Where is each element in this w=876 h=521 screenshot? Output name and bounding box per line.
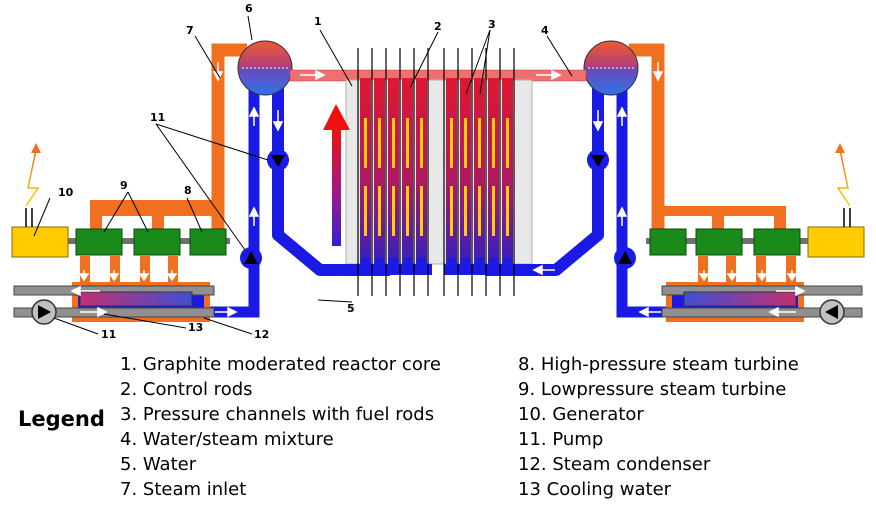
legend-item: 5. Water [120,454,197,475]
legend-left-column: 1. Graphite moderated reactor core 2. Co… [120,352,441,502]
right-loop [486,40,865,325]
steam-line-left [211,43,247,232]
main-circulation-pump-upper-left [267,149,289,171]
pressure-channel [388,78,399,266]
callout-8: 8 [184,184,192,197]
heat-flow-arrow [323,104,350,130]
legend-item: 2. Control rods [120,379,253,400]
legend-item: 7. Steam inlet [120,479,247,500]
generator-left [11,226,69,258]
hp-turbine-left [189,228,227,256]
lp-turbine-left-2 [133,228,181,256]
control-rods [357,48,515,296]
legend-item: 8. High-pressure steam turbine [518,354,799,375]
pressure-channel [474,78,485,266]
legend-item: 9. Lowpressure steam turbine [518,379,787,400]
cooling-water-pump-left [31,299,57,325]
callout-3: 3 [488,18,496,31]
feedwater-pump-left [240,247,262,269]
pressure-channel [460,78,471,266]
legend-item: 10. Generator [518,404,644,425]
steam-separator-drum-left [237,40,293,96]
callout-11-cooling-pump: 11 [101,328,116,341]
legend-item: 1. Graphite moderated reactor core [120,354,441,375]
pressure-channel [416,78,427,266]
legend-item: 13 Cooling water [518,479,672,500]
callout-1: 1 [314,15,322,28]
callout-13: 13 [188,321,203,334]
legend-right-column: 8. High-pressure steam turbine 9. Lowpre… [518,352,799,502]
return-line-left [200,80,260,318]
callout-10: 10 [58,186,74,199]
pressure-channel [402,78,413,266]
callout-9: 9 [120,179,128,192]
rbmk-reactor-diagram: 1 2 3 4 5 6 7 8 9 10 11 11 12 13 [11,2,865,341]
flow-arrows-left [70,62,348,318]
lp-turbine-left-1 [75,228,123,256]
legend-item: 11. Pump [518,429,604,450]
fuel-channels [360,78,513,266]
pressure-channel [446,78,457,266]
callout-6: 6 [245,2,253,15]
callout-7: 7 [186,24,194,37]
pressure-channel [502,78,513,266]
callout-5: 5 [347,302,355,315]
legend-item: 3. Pressure channels with fuel rods [120,404,435,425]
callout-lines [33,15,573,335]
left-loop [11,40,390,325]
callout-12: 12 [254,328,269,341]
callout-2: 2 [434,20,442,33]
channel-inlets [362,258,512,268]
power-output-left [25,149,40,207]
legend-item: 12. Steam condenser [518,454,711,475]
pressure-channel [488,78,499,266]
callout-4: 4 [541,24,549,37]
pressure-channel [374,78,385,266]
inlet-header-right [444,264,560,275]
cooling-water-pipe-bottom-left [13,307,215,318]
callout-labels: 1 2 3 4 5 6 7 8 9 10 11 11 12 13 [58,2,549,341]
pressure-channel [360,78,371,266]
exhaust-pipes-left [80,256,178,282]
legend-title: Legend [18,407,105,431]
inlet-header-left [316,264,432,275]
legend-item: 4. Water/steam mixture [120,429,334,450]
callout-11-pumps: 11 [150,111,165,124]
reactor [289,48,587,296]
